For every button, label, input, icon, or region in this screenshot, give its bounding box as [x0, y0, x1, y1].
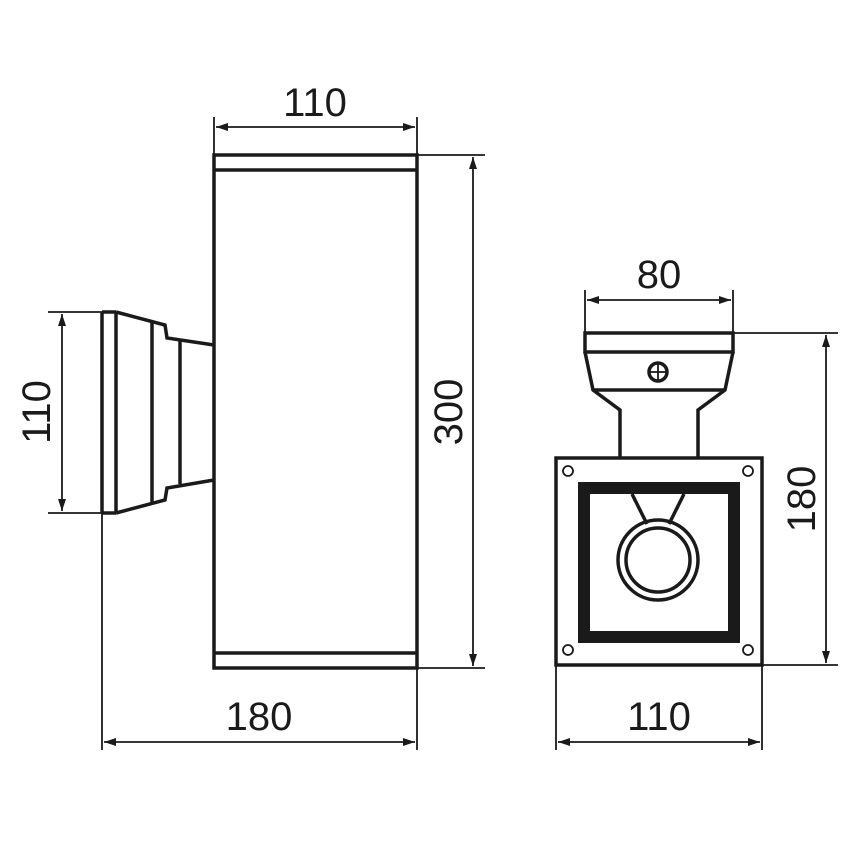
dimension-mount-width: 80 [584, 253, 734, 333]
depth-label: 180 [226, 695, 293, 739]
height-label: 300 [427, 379, 471, 446]
front-view: 80 180 110 [554, 253, 838, 750]
dimension-mount: 110 [15, 311, 102, 514]
lens-frame [578, 482, 740, 643]
dimension-height: 300 [417, 154, 485, 669]
screw-icon [647, 361, 669, 383]
lamp-body [212, 153, 419, 670]
side-view: 110 300 110 180 [15, 81, 485, 750]
wall-mount [100, 310, 215, 515]
mount-width-label: 80 [637, 253, 682, 297]
front-height-label: 180 [780, 466, 824, 533]
width-label: 110 [283, 81, 347, 125]
dimension-depth: 180 [101, 513, 418, 750]
front-width-label: 110 [627, 695, 691, 739]
dimension-width: 110 [213, 81, 418, 155]
mount-cap [583, 331, 735, 458]
dimension-front-height: 180 [733, 332, 838, 666]
mount-label: 110 [15, 380, 59, 444]
lamp-face [554, 456, 764, 667]
light-ring [616, 518, 700, 602]
dimension-front-width: 110 [555, 665, 763, 750]
